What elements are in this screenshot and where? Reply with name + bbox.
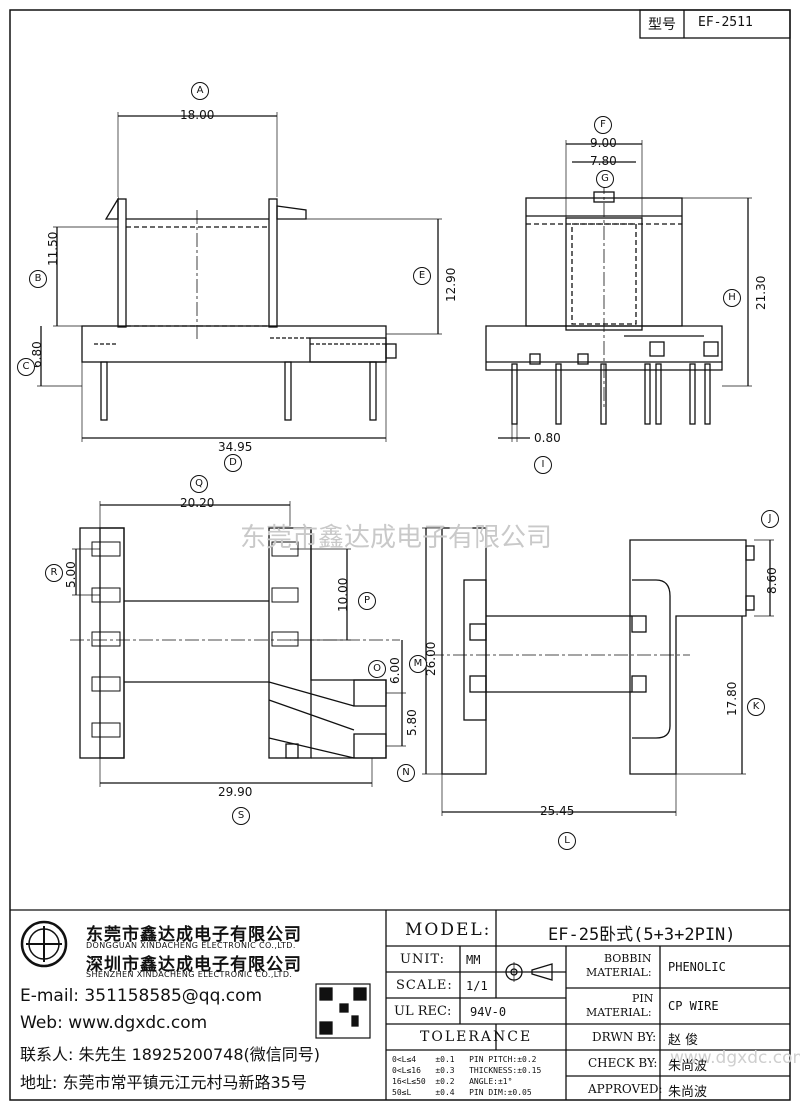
callout-b: B <box>29 270 47 288</box>
watermark: 东莞市鑫达成电子有限公司 <box>240 523 553 553</box>
callout-s: S <box>232 807 250 825</box>
tb-tol-row-2: 0<L≤16 ±0.3 THICKNESS:±0.15 <box>392 1066 542 1075</box>
dim-K: 17.80 <box>725 681 739 716</box>
tb-bobbin-label-1: BOBBIN <box>604 952 652 965</box>
header-model-label: 型号 <box>648 17 676 33</box>
dim-F: 9.00 <box>590 136 617 150</box>
dim-D: 34.95 <box>218 440 253 454</box>
dim-A: 18.00 <box>180 108 215 122</box>
tb-scale-value: 1/1 <box>466 979 488 993</box>
watermark-corner: www.dgxdc.com <box>670 1048 800 1068</box>
callout-m: M <box>409 655 427 673</box>
company-name-2: 深圳市鑫达成电子有限公司 <box>86 955 302 975</box>
callout-l: L <box>558 832 576 850</box>
callout-c: C <box>17 358 35 376</box>
tb-ulrec-value: 94V-0 <box>470 1005 507 1019</box>
dim-G: 7.80 <box>590 154 617 168</box>
company-email: E-mail: 351158585@qq.com <box>20 986 263 1006</box>
dim-S: 29.90 <box>218 785 253 799</box>
tb-tol-row-1: 0<L≤4 ±0.1 PIN PITCH:±0.2 <box>392 1055 537 1064</box>
dim-I: 0.80 <box>534 431 561 445</box>
tb-pin-label-2: MATERIAL: <box>586 1006 652 1019</box>
tb-pin-label-1: PIN <box>632 992 654 1005</box>
callout-f: F <box>594 116 612 134</box>
dim-R: 5.00 <box>64 561 78 588</box>
callout-h: H <box>723 289 741 307</box>
callout-o: O <box>368 660 386 678</box>
dim-Q: 20.20 <box>180 496 215 510</box>
tb-check-label: CHECK BY: <box>588 1056 658 1070</box>
dim-E: 12.90 <box>444 267 458 302</box>
callout-r: R <box>45 564 63 582</box>
tb-approved-label: APPROVED: <box>588 1082 663 1096</box>
dim-O: 6.00 <box>388 657 402 684</box>
header-model-value: EF-2511 <box>698 15 753 30</box>
company-name-2-en: SHENZHEN XINDACHENG ELECTRONIC CO.,LTD. <box>86 970 293 979</box>
tb-bobbin-label-2: MATERIAL: <box>586 966 652 979</box>
tb-pin-value: CP WIRE <box>668 999 719 1013</box>
dim-J: 8.60 <box>765 567 779 594</box>
tb-scale-label: SCALE: <box>396 978 453 993</box>
callout-d: D <box>224 454 242 472</box>
dim-B: 11.50 <box>46 231 60 266</box>
tb-drawn-value: 赵 俊 <box>668 1033 699 1048</box>
front-view <box>37 112 442 442</box>
tb-tolerance-label: TOLERANCE <box>420 1029 533 1045</box>
company-address: 地址: 东莞市常平镇元江元村马新路35号 <box>20 1073 307 1092</box>
tb-approved-value: 朱尚波 <box>668 1085 708 1100</box>
top-view <box>422 527 774 816</box>
tb-ulrec-label: UL REC: <box>394 1004 452 1019</box>
callout-j: J <box>761 510 779 528</box>
callout-a: A <box>191 82 209 100</box>
company-name-1-en: DONGGUAN XINDACHENG ELECTRONIC CO.,LTD. <box>86 941 296 950</box>
tb-drawn-label: DRWN BY: <box>592 1030 657 1044</box>
dim-P: 10.00 <box>336 577 350 612</box>
titleblock-lines <box>10 909 790 1100</box>
callout-q: Q <box>190 475 208 493</box>
tb-tol-row-3: 16<L≤50 ±0.2 ANGLE:±1° <box>392 1077 513 1086</box>
tb-model-value: EF-25卧式(5+3+2PIN) <box>548 925 736 945</box>
callout-n: N <box>397 764 415 782</box>
callout-e: E <box>413 267 431 285</box>
company-contact: 联系人: 朱先生 18925200748(微信同号) <box>20 1045 321 1064</box>
company-name-1: 东莞市鑫达成电子有限公司 <box>86 925 302 945</box>
tb-unit-label: UNIT: <box>400 952 446 967</box>
tb-unit-value: MM <box>466 953 481 967</box>
dim-N: 5.80 <box>405 709 419 736</box>
bottom-view <box>70 501 406 787</box>
tb-bobbin-value: PHENOLIC <box>668 960 726 974</box>
dim-H: 21.30 <box>754 275 768 310</box>
side-view <box>485 140 752 442</box>
callout-i: I <box>534 456 552 474</box>
tb-check-value: 朱尚波 <box>668 1059 708 1074</box>
callout-k: K <box>747 698 765 716</box>
tb-tol-row-4: 50≤L ±0.4 PIN DIM:±0.05 <box>392 1088 532 1097</box>
callout-p: P <box>358 592 376 610</box>
company-web: Web: www.dgxdc.com <box>20 1013 208 1033</box>
callout-g: G <box>596 170 614 188</box>
dim-L: 25.45 <box>540 804 575 818</box>
dim-M: 26.00 <box>424 641 438 676</box>
tb-model-label: MODEL: <box>405 920 492 940</box>
